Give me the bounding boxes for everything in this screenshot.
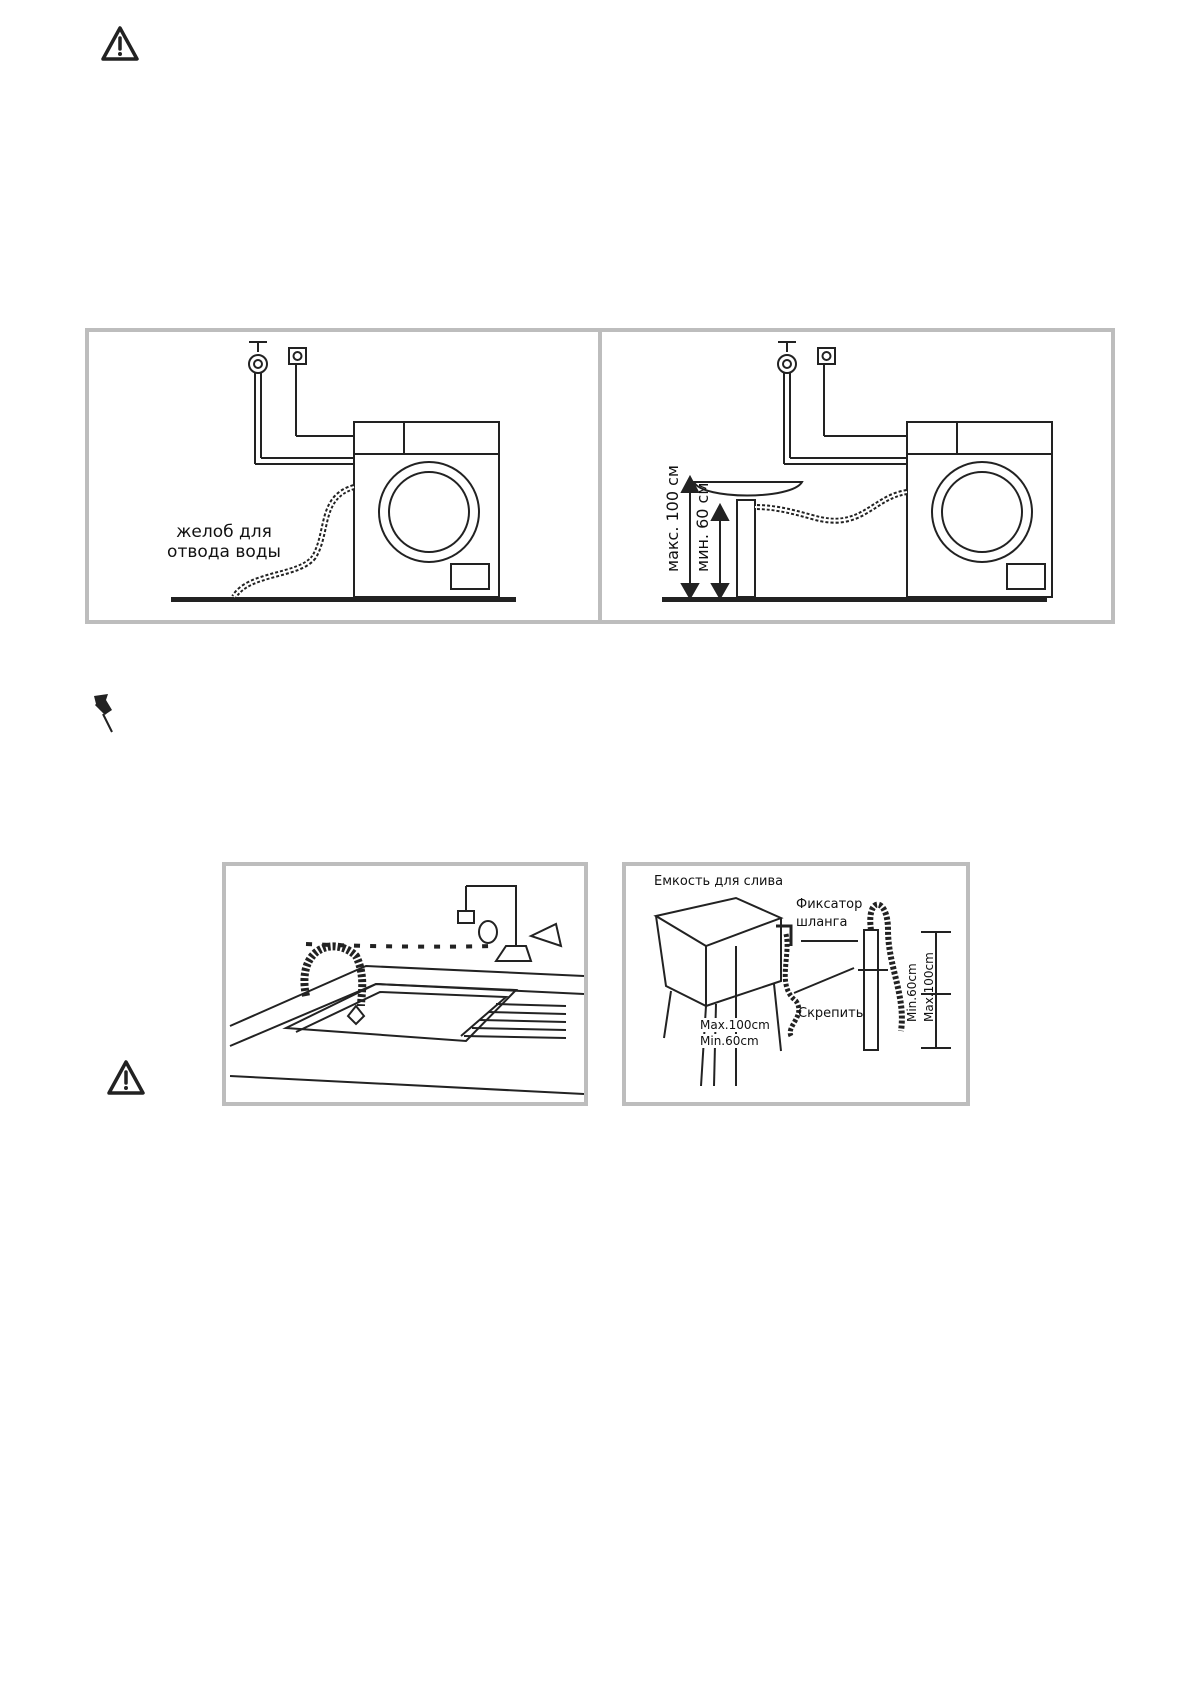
pipe-min-label: Min.60cm: [905, 963, 919, 1022]
fasten-label: Скрепить: [798, 1006, 864, 1021]
figure-1-drain-installation: желоб для отвода воды: [85, 328, 1115, 624]
pipe-max-label: Max.100cm: [922, 952, 936, 1022]
drain-channel-label-line1: желоб для: [176, 522, 272, 542]
tank-label: Емкость для слива: [654, 874, 784, 889]
figure-1-right-illustration: макс. 100 см мин. 60 см: [662, 341, 1053, 602]
tank-max-label: Max.100cm: [700, 1018, 770, 1032]
pushpin-icon: [86, 692, 120, 736]
figure-2-tank-illustration: Емкость для слива Фиксатор шланга Скрепи…: [622, 862, 970, 1106]
min-height-label: мин. 60 см: [693, 483, 712, 572]
figure-2-sink-illustration: [222, 862, 588, 1106]
drain-channel-label-line2: отвода воды: [167, 542, 281, 562]
hose-clamp-label: Фиксатор шланга: [796, 896, 862, 932]
tank-min-label: Min.60cm: [700, 1034, 759, 1048]
hose-clamp-label-line2: шланга: [796, 915, 848, 930]
hose-clamp-label-line1: Фиксатор: [796, 897, 863, 912]
warning-icon: [106, 1058, 146, 1098]
drain-channel-label: желоб для отвода воды: [144, 522, 304, 562]
figure-1-left-illustration: [171, 341, 516, 602]
max-height-label: макс. 100 см: [663, 465, 682, 572]
warning-icon: [100, 24, 140, 64]
